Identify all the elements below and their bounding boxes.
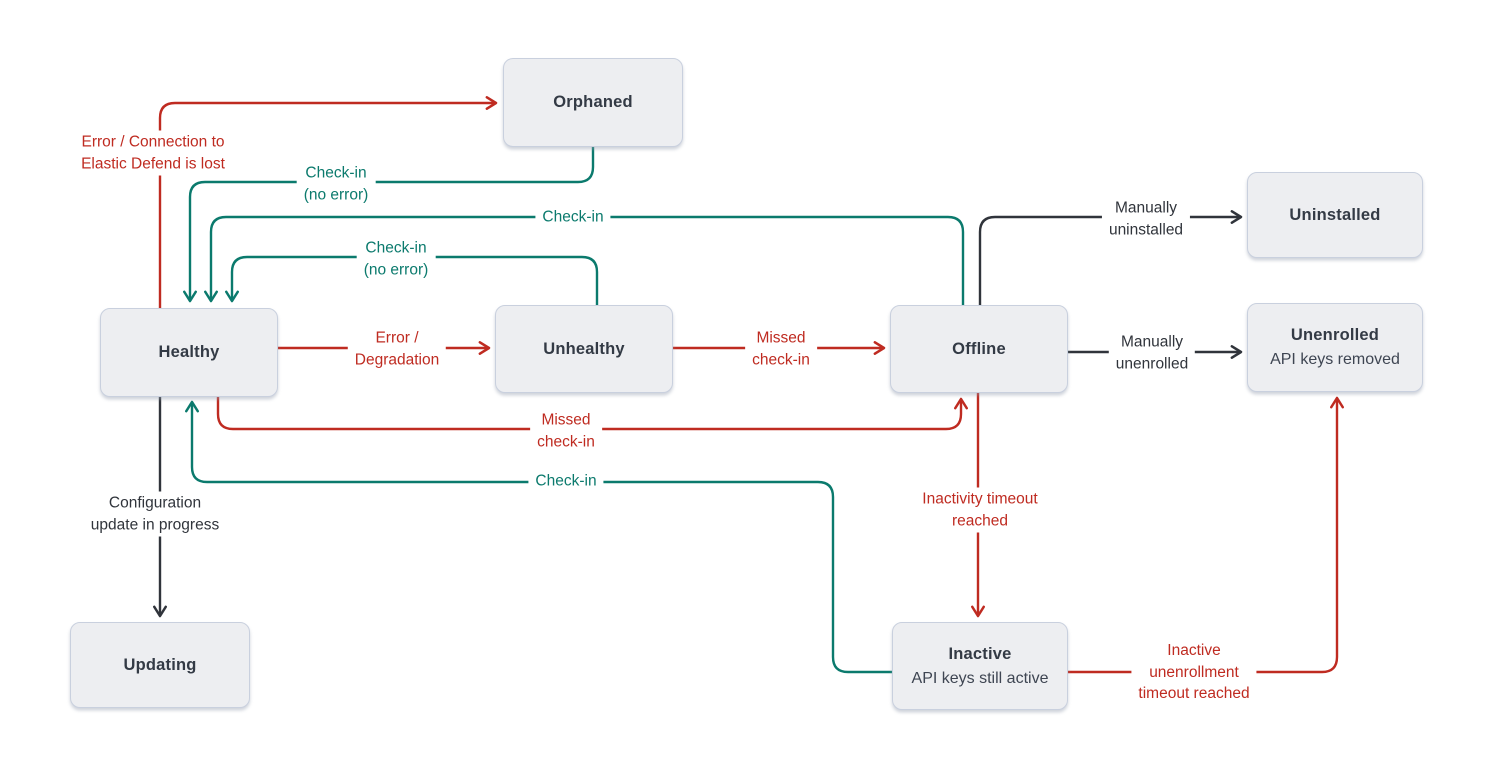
node-uninstalled: Uninstalled xyxy=(1247,172,1423,258)
edge-label-manually-unenrolled: Manually unenrolled xyxy=(1108,330,1196,376)
edge-inactive-unenrolled xyxy=(1068,396,1344,674)
label-line: check-in xyxy=(537,433,595,450)
label-line: Check-in xyxy=(535,472,597,490)
node-healthy: Healthy xyxy=(100,308,278,397)
label-line: unenrolled xyxy=(1115,355,1189,372)
node-updating-title: Updating xyxy=(123,655,197,674)
edge-offline-healthy xyxy=(204,215,965,305)
node-unenrolled-subtitle: API keys removed xyxy=(1270,351,1400,368)
node-unhealthy: Unhealthy xyxy=(495,305,673,393)
label-line: timeout reached xyxy=(1138,684,1250,702)
label-line: Configuration xyxy=(108,494,202,512)
edge-inactive-healthy xyxy=(185,400,892,674)
label-line: Check-in xyxy=(365,239,427,257)
label-line: (no error) xyxy=(303,186,369,203)
edge-label-error-degradation: Error / Degradation xyxy=(347,326,447,372)
label-line: Missed xyxy=(541,411,591,429)
label-line: Error / Connection to xyxy=(81,133,225,151)
edge-label-checkin-offline: Check-in xyxy=(535,205,611,229)
node-inactive-subtitle: API keys still active xyxy=(911,669,1049,687)
label-line: Error / xyxy=(375,329,419,347)
node-offline-title: Offline xyxy=(952,339,1006,358)
edge-offline-uninstalled xyxy=(978,210,1243,305)
label-line: uninstalled xyxy=(1108,221,1184,238)
node-inactive: Inactive API keys still active xyxy=(892,622,1068,710)
label-line: check-in xyxy=(752,351,810,368)
edge-label-error-connection: Error / Connection to Elastic Defend is … xyxy=(74,130,232,176)
node-inactive-title: Inactive xyxy=(948,644,1012,663)
label-line: Missed xyxy=(756,329,806,347)
label-line: Inactive xyxy=(1167,641,1221,659)
label-line: Manually xyxy=(1120,333,1184,351)
edge-label-checkin-no-error-orphaned: Check-in (no error) xyxy=(296,161,376,207)
edge-label-missed-checkin-healthy: Missed check-in xyxy=(530,408,602,454)
label-line: Check-in xyxy=(305,164,367,182)
label-line: Check-in xyxy=(542,208,604,226)
node-offline: Offline xyxy=(890,305,1068,393)
label-line: reached xyxy=(951,512,1008,529)
label-line: Inactivity timeout xyxy=(922,490,1038,508)
edge-label-configuration-update: Configuration update in progress xyxy=(83,491,227,537)
node-orphaned: Orphaned xyxy=(503,58,683,147)
edge-label-manually-uninstalled: Manually uninstalled xyxy=(1101,196,1191,242)
edge-label-inactivity-timeout: Inactivity timeout reached xyxy=(915,487,1045,533)
label-line: Degradation xyxy=(354,351,440,368)
node-unhealthy-title: Unhealthy xyxy=(543,339,625,358)
edge-label-checkin-no-error-unhealthy: Check-in (no error) xyxy=(356,236,436,282)
edge-label-checkin-inactive: Check-in xyxy=(528,469,604,493)
label-line: unenrollment xyxy=(1149,663,1239,681)
edge-label-inactive-unenrollment: Inactive unenrollment timeout reached xyxy=(1131,638,1257,706)
node-uninstalled-title: Uninstalled xyxy=(1289,205,1381,224)
edge-orphaned-healthy xyxy=(183,147,595,303)
label-line: update in progress xyxy=(90,516,220,533)
edge-label-missed-checkin-unhealthy: Missed check-in xyxy=(745,326,817,372)
edge-healthy-orphaned xyxy=(158,96,498,308)
node-unenrolled-title: Unenrolled xyxy=(1290,326,1380,344)
node-unenrolled: Unenrolled API keys removed xyxy=(1247,303,1423,392)
node-healthy-title: Healthy xyxy=(158,343,220,361)
label-line: (no error) xyxy=(363,261,429,278)
label-line: Elastic Defend is lost xyxy=(81,155,225,172)
node-orphaned-title: Orphaned xyxy=(553,93,633,111)
label-line: Manually xyxy=(1114,199,1178,217)
node-updating: Updating xyxy=(70,622,250,708)
